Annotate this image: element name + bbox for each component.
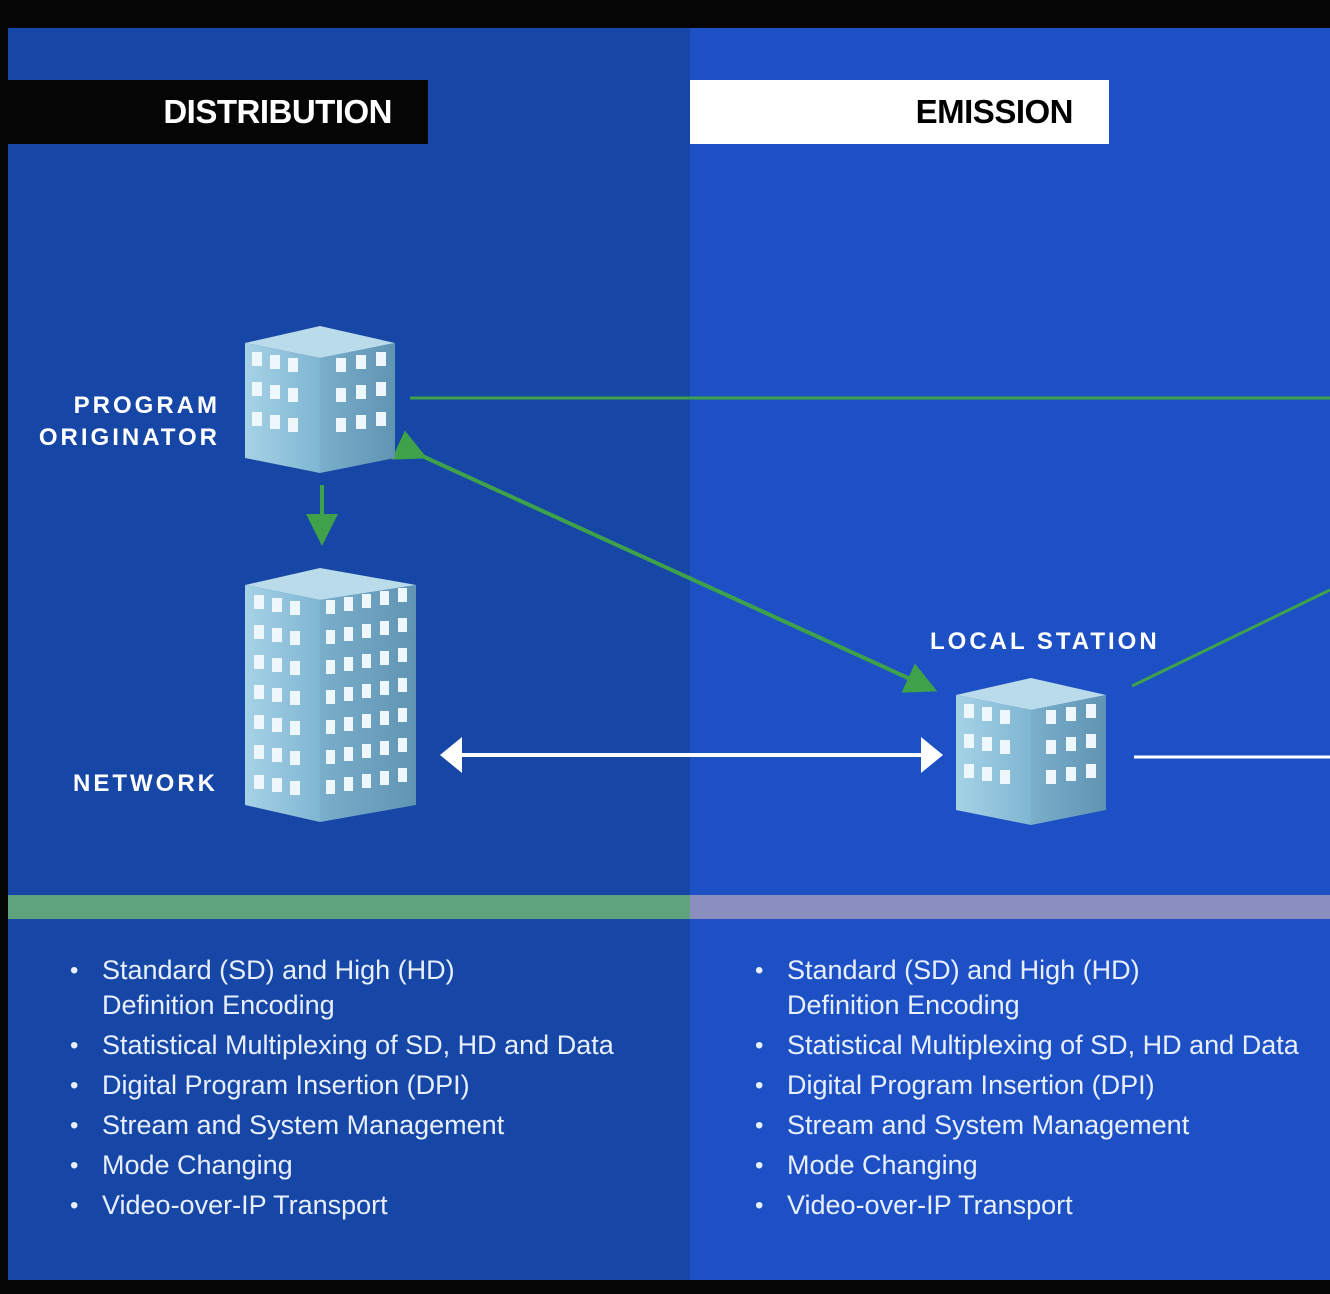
list-item: Mode Changing [755,1148,1315,1183]
distribution-header-text: DISTRIBUTION [163,93,392,130]
program-originator-label: PROGRAM ORIGINATOR [39,390,220,454]
local-station-building-icon [956,678,1106,825]
distribution-header: DISTRIBUTION [8,80,428,144]
emission-header: EMISSION [690,80,1109,144]
program-originator-building-icon [245,326,395,473]
list-item: Standard (SD) and High (HD)Definition En… [70,953,670,1023]
distribution-feature-list: Standard (SD) and High (HD)Definition En… [70,953,670,1228]
network-label: NETWORK [73,770,218,797]
program-originator-label-line2: ORIGINATOR [38,424,220,451]
emission-divider-band [690,895,1330,919]
top-border [0,0,1330,28]
list-item: Standard (SD) and High (HD)Definition En… [755,953,1315,1023]
network-building-icon [245,568,416,822]
list-item: Statistical Multiplexing of SD, HD and D… [70,1028,670,1063]
list-item: Digital Program Insertion (DPI) [70,1068,670,1103]
list-item: Stream and System Management [70,1108,670,1143]
distribution-divider-band [8,895,690,919]
local-station-label: LOCAL STATION [930,628,1160,655]
list-item: Stream and System Management [755,1108,1315,1143]
left-border [0,0,8,1294]
list-item: Video-over-IP Transport [755,1188,1315,1223]
originator-local-station-arrow [391,430,938,693]
local-station-uplink-line [1131,588,1330,688]
program-originator-label-line1: PROGRAM [73,392,220,419]
list-item: Statistical Multiplexing of SD, HD and D… [755,1028,1315,1063]
list-item: Video-over-IP Transport [70,1188,670,1223]
emission-header-text: EMISSION [915,93,1074,130]
list-item: Digital Program Insertion (DPI) [755,1068,1315,1103]
list-item: Mode Changing [70,1148,670,1183]
bottom-border [0,1280,1330,1294]
emission-feature-list: Standard (SD) and High (HD)Definition En… [755,953,1315,1228]
network-local-station-arrow [440,737,943,773]
